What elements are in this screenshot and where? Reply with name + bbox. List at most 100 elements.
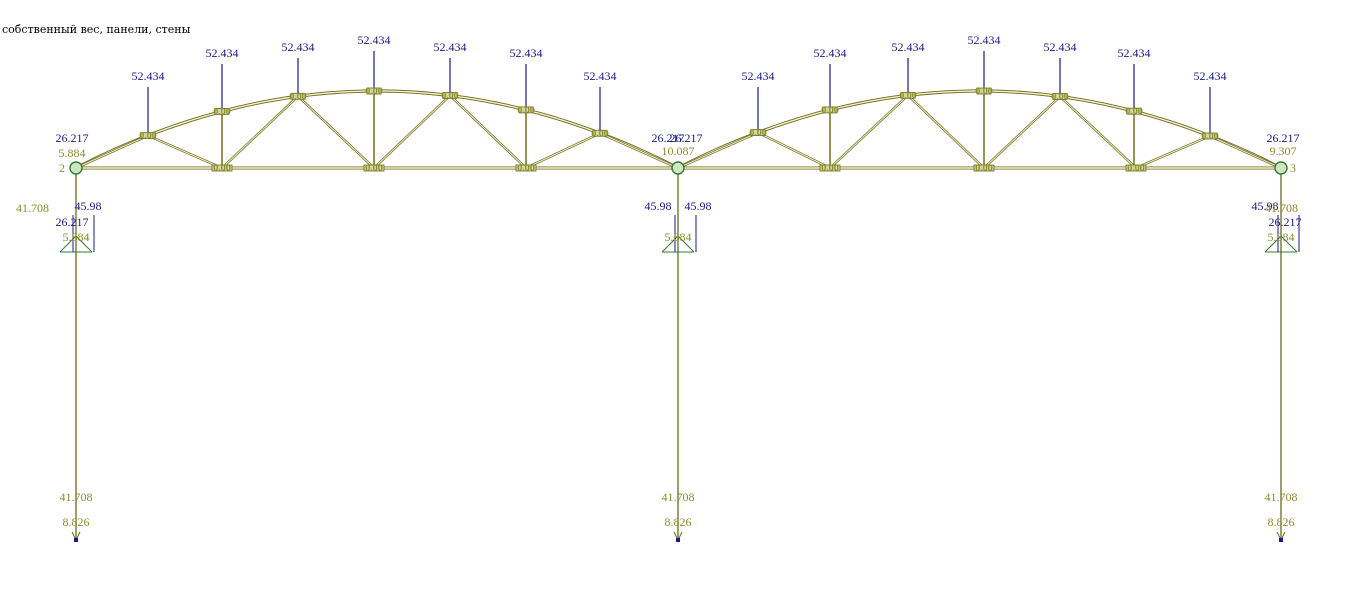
column-base-label: 8.826	[63, 515, 90, 529]
diag-1-c-core	[907, 94, 985, 169]
joint-top	[1202, 132, 1218, 140]
column-base-label: 8.826	[665, 515, 692, 529]
joint-label: 0.00	[975, 163, 993, 173]
load-label: 52.434	[434, 40, 467, 54]
diag-0-b-core	[221, 95, 299, 169]
joint-nodes: 0.00 0.00 0.00 0.00 0.00 0.00 0.00 0.00 0.00 0.00…	[69, 86, 1288, 542]
end-diagonal-r-0-core	[599, 132, 679, 169]
load-label: 52.434	[282, 40, 315, 54]
diag-0-f-core	[525, 132, 601, 169]
load-label: 52.434	[584, 69, 617, 83]
right-end-node-label: 3	[1290, 161, 1296, 175]
load-label: 52.434	[206, 46, 239, 60]
load-label: 52.434	[892, 40, 925, 54]
diag-1-a-core	[757, 132, 831, 169]
top-chord-0	[75, 89, 679, 170]
column-base-node-2	[1279, 538, 1283, 542]
joint-label: 0.00	[1201, 131, 1219, 141]
joint-top	[214, 108, 230, 115]
joint-label: 0.00	[1051, 91, 1069, 101]
support-value-label: 5.884	[59, 146, 86, 160]
end-load-label: 26.217	[56, 131, 89, 145]
support-node-2	[1274, 161, 1288, 175]
joint-label: 0.00	[1127, 163, 1145, 173]
support-node-0	[69, 161, 83, 175]
joint-top	[900, 91, 916, 99]
joint-label: 0.00	[1125, 106, 1143, 116]
mid-side-load-right: 45.98	[685, 199, 712, 213]
mid-support-value-label: 10.087	[662, 144, 695, 158]
diag-1-e-core	[1059, 96, 1137, 169]
load-case-title: собственный вес, панели, стены	[2, 23, 191, 36]
joint-bottom	[819, 164, 841, 172]
column-side-label: 5.884	[63, 230, 90, 244]
columns	[59, 168, 1298, 542]
right-column-top-load-label: 26.217	[1269, 215, 1302, 229]
joint-label: 0.00	[591, 128, 609, 138]
joint-label: 0.00	[821, 163, 839, 173]
joint-bottom	[363, 164, 385, 172]
column-side-load-label: 45.98	[75, 199, 102, 213]
top-chord-1	[677, 89, 1282, 170]
joint-bottom	[1125, 164, 1147, 172]
joint-label: 0.00	[365, 163, 383, 173]
joint-top	[366, 87, 382, 95]
right-end-load-label: 26.217	[1267, 131, 1300, 145]
end-diagonal-l-1-core	[677, 132, 759, 169]
joint-label: 0.00	[517, 105, 535, 115]
joint-top	[1126, 107, 1142, 115]
right-column-upper-label: 41.708	[1265, 201, 1298, 215]
diag-1-f-core	[1135, 135, 1211, 169]
column-base-label: 8.826	[1268, 515, 1295, 529]
right-side-load-label: 45.98	[1252, 199, 1279, 213]
load-label: 52.434	[1118, 46, 1151, 60]
joint-top	[592, 129, 608, 137]
joint-top	[290, 92, 306, 100]
joint-label: 0.00	[899, 90, 917, 100]
column-lower-label: 41.708	[60, 490, 93, 504]
joint-label: 0.00	[975, 86, 993, 96]
diag-0-d-core	[373, 95, 451, 169]
support-node-1	[671, 161, 685, 175]
end-diagonal-r-1-core	[1209, 135, 1282, 169]
joint-top	[140, 132, 156, 139]
joint-label: 0.00	[517, 163, 535, 173]
column-brace-2	[1264, 235, 1298, 253]
load-label: 52.434	[814, 46, 847, 60]
diag-0-a-core	[147, 135, 223, 169]
column-side-label: 5.884	[1268, 230, 1295, 244]
column-side-label: 5.884	[665, 230, 692, 244]
value-labels: 52.434 52.434 52.434 52.434 52.434 52.434 52.4…	[16, 33, 1302, 529]
right-support-value-label: 9.307	[1270, 144, 1297, 158]
load-label: 52.434	[1194, 69, 1227, 83]
joint-label: 0.00	[821, 105, 839, 115]
joint-bottom	[973, 164, 995, 172]
column-lower-label: 41.708	[1265, 490, 1298, 504]
column-brace-1	[661, 235, 695, 253]
joint-label: 0.00	[749, 128, 767, 138]
diag-0-c-core	[297, 95, 375, 169]
diag-1-d-core	[983, 96, 1061, 169]
column-base-node-0	[74, 538, 78, 542]
mid-side-load-left: 45.98	[645, 199, 672, 213]
column-base-node-1	[676, 538, 680, 542]
diag-0-e-core	[449, 95, 527, 169]
load-label: 52.434	[742, 69, 775, 83]
column-top-load-label: 26.217	[56, 215, 89, 229]
mid-end-load-label-2: 26.217	[670, 131, 703, 145]
column-brace-0	[59, 235, 93, 253]
column-lower-label: 41.708	[662, 490, 695, 504]
end-diagonal-l-0-core	[75, 135, 149, 169]
joint-label: 0.00	[289, 91, 307, 101]
load-label: 52.434	[1044, 40, 1077, 54]
load-label: 52.434	[510, 46, 543, 60]
joint-top	[442, 92, 458, 99]
joint-top	[822, 106, 838, 114]
joint-label: 0.00	[213, 106, 231, 116]
joint-bottom	[211, 164, 233, 172]
diag-1-b-core	[829, 94, 909, 169]
joint-top	[1052, 93, 1068, 100]
load-label: 52.434	[132, 69, 165, 83]
joint-top	[976, 87, 992, 95]
